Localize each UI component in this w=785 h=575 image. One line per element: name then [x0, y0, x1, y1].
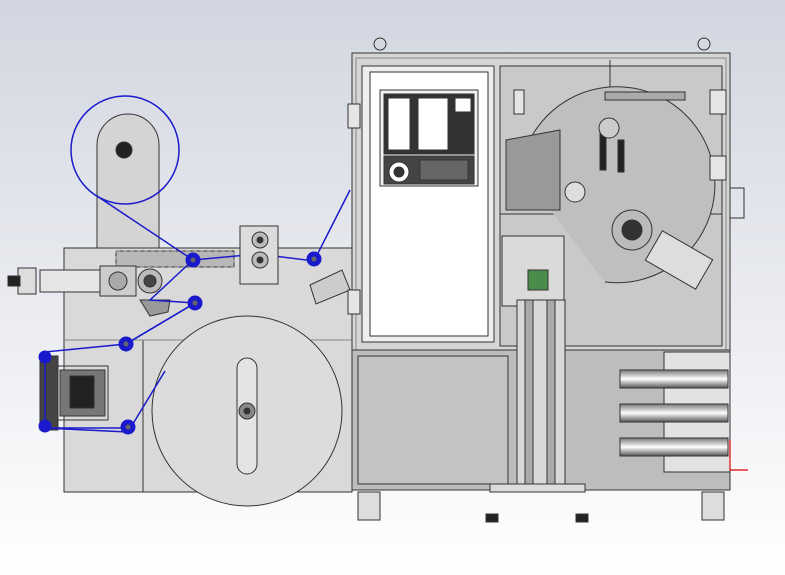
reel-hub-icon: [115, 141, 133, 159]
guide-roller-icon: [38, 350, 52, 364]
reel-arm: [96, 113, 160, 249]
nip-roll-block: [239, 225, 279, 285]
lift-column: [516, 299, 566, 491]
output-roll: [619, 437, 729, 457]
caster-wheel-icon: [357, 491, 725, 521]
lower-cabinet: [351, 299, 731, 523]
axis-marker: [729, 440, 748, 471]
guide-rail: [115, 250, 235, 268]
drive-shaft: [39, 269, 101, 293]
output-roll: [619, 403, 729, 423]
left-unit: [7, 113, 353, 507]
supply-reel-icon: [70, 95, 180, 205]
output-roll: [619, 369, 729, 389]
brake-unit: [39, 355, 59, 431]
label-sensor: [644, 230, 714, 290]
guide-roller-icon: [38, 419, 52, 433]
